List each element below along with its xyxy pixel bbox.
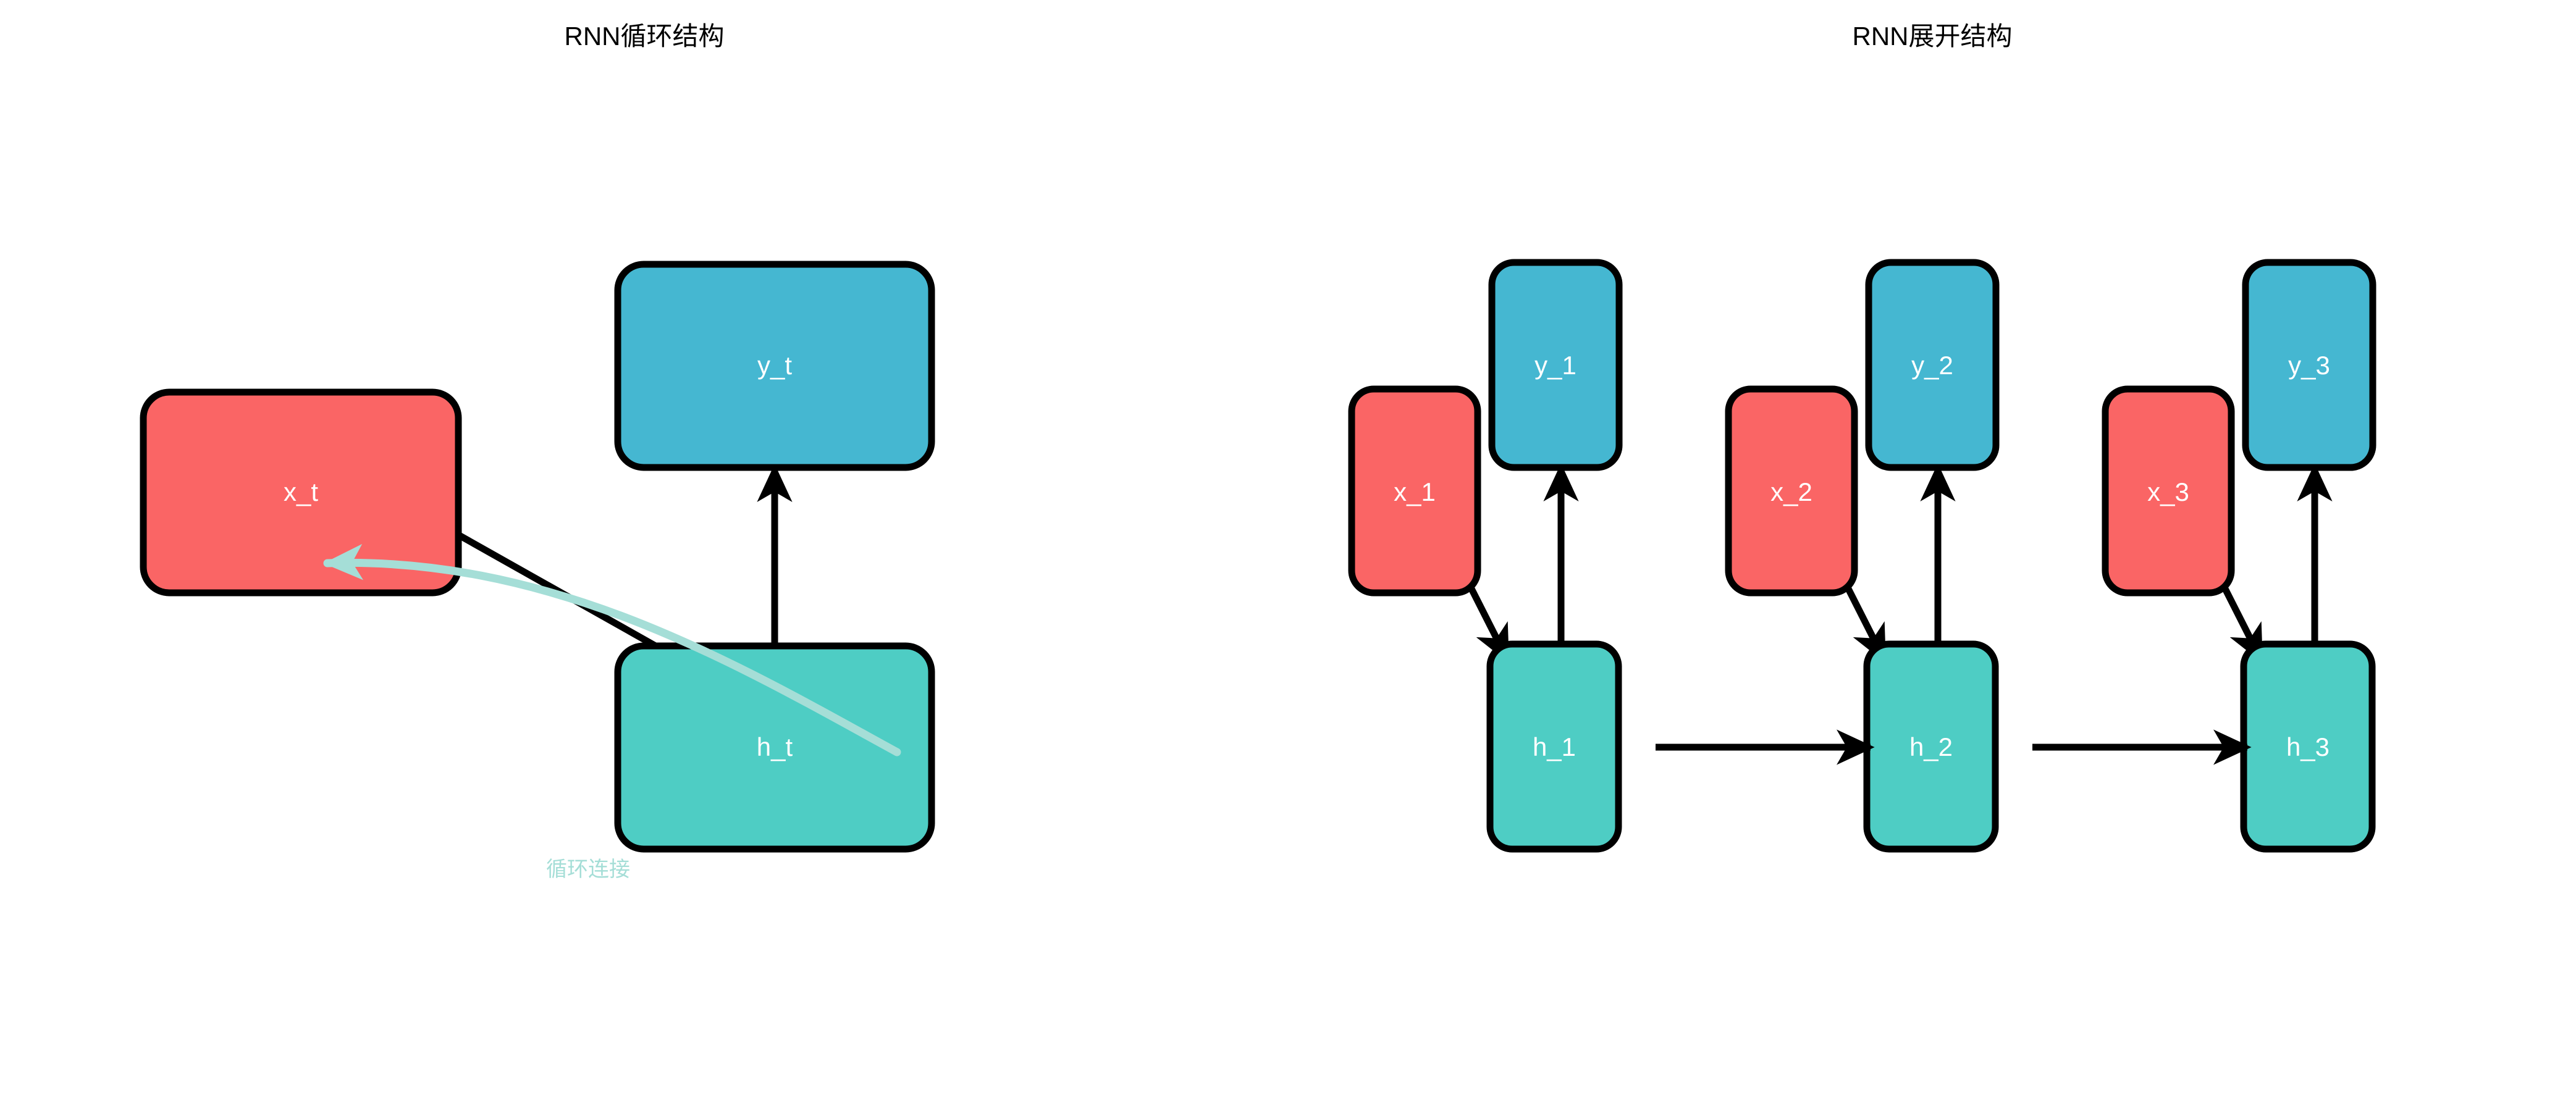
recurrent-connection-label: 循环连接 <box>546 858 630 881</box>
node-x-3-box[interactable] <box>2102 385 2235 597</box>
node-y-3-label: y_3 <box>2288 351 2330 380</box>
node-h-1-label: h_1 <box>1533 732 1576 761</box>
node-h-2[interactable]: h_2 <box>1863 640 1999 853</box>
node-y-t-box[interactable] <box>614 261 935 471</box>
node-x-1[interactable]: x_1 <box>1348 385 1481 597</box>
node-y-2-label: y_2 <box>1911 351 1953 380</box>
node-h-3-label: h_3 <box>2286 732 2330 761</box>
node-y-3-box[interactable] <box>2242 259 2376 471</box>
node-h-1[interactable]: h_1 <box>1486 640 1622 853</box>
node-y-3[interactable]: y_3 <box>2242 259 2376 471</box>
node-y-1-box[interactable] <box>1488 259 1623 471</box>
node-h-t-box[interactable] <box>614 642 935 853</box>
node-y-1-label: y_1 <box>1534 351 1576 380</box>
node-x-1-label: x_1 <box>1394 477 1436 506</box>
edge-recurrent-connection <box>323 543 901 756</box>
node-x-t-box[interactable] <box>140 388 462 597</box>
node-h-t-label: h_t <box>757 732 793 761</box>
node-x-t[interactable]: x_t <box>140 388 462 597</box>
node-h-1-box[interactable] <box>1486 640 1622 853</box>
node-h-2-label: h_2 <box>1909 732 1953 761</box>
node-x-2[interactable]: x_2 <box>1725 385 1858 597</box>
node-y-1[interactable]: y_1 <box>1488 259 1623 471</box>
node-x-2-box[interactable] <box>1725 385 1858 597</box>
node-y-t[interactable]: y_t <box>614 261 935 471</box>
left-panel-group: x_t y_t h_t 循环连接 <box>140 261 935 881</box>
node-y-t-label: y_t <box>757 351 792 380</box>
node-x-3-label: x_3 <box>2147 477 2189 506</box>
node-h-3[interactable]: h_3 <box>2240 640 2376 853</box>
node-x-1-box[interactable] <box>1348 385 1481 597</box>
node-y-2-box[interactable] <box>1865 259 2000 471</box>
left-panel-title: RNN循环结构 <box>564 22 725 51</box>
node-x-3[interactable]: x_3 <box>2102 385 2235 597</box>
node-x-2-label: x_2 <box>1770 477 1812 506</box>
node-x-t-label: x_t <box>284 477 318 506</box>
right-panel-group: x_1 y_1 h_1 x_2 y_2 h_ <box>1348 259 2376 853</box>
node-y-2[interactable]: y_2 <box>1865 259 2000 471</box>
node-h-t[interactable]: h_t <box>614 642 935 853</box>
right-panel-title: RNN展开结构 <box>1852 22 2013 51</box>
